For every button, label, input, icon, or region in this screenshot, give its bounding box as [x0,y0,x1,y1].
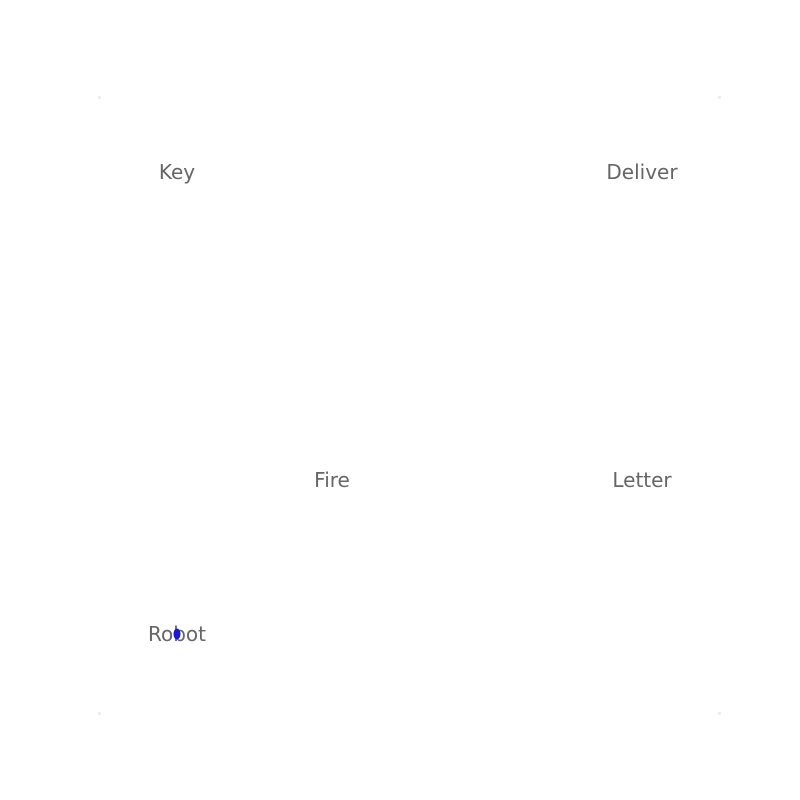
cell-label-fire: Fire [314,468,350,492]
robot-agent-marker [173,628,181,640]
cell-label-deliver: Deliver [606,160,678,184]
board-corner-top-right [718,96,721,99]
board-corner-bottom-right [718,712,721,715]
cell-label-key: Key [158,160,196,184]
board-corner-bottom-left [98,712,101,715]
board-corner-top-left [98,96,101,99]
robot-cell: Robot [142,622,212,646]
cell-label-letter: Letter [612,468,672,492]
